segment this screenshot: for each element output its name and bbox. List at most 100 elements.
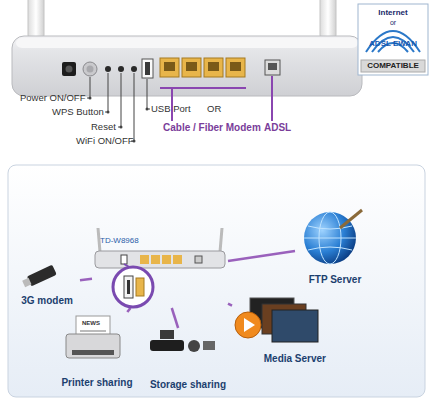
modem-node: 3G modem (14, 262, 80, 306)
router-lan (173, 255, 182, 264)
power-button-core (87, 66, 94, 73)
play-triangle (244, 318, 255, 332)
ftp-node: FTP Server (295, 205, 375, 285)
usb-link (228, 251, 295, 261)
lan-port (160, 58, 179, 77)
router-lan (140, 255, 149, 264)
ftp-tool (340, 210, 362, 228)
badge-waves (366, 31, 420, 52)
leader-line (147, 79, 150, 109)
leader-line (105, 73, 108, 112)
lan-port-hole (208, 62, 219, 71)
node-label: Media Server (232, 353, 326, 364)
router-lan (151, 255, 160, 264)
paper-line (80, 330, 106, 332)
wps-button (105, 66, 111, 72)
node-label: TD-W8968 (100, 236, 228, 245)
router-antenna (220, 228, 222, 252)
lan-ports (160, 58, 245, 77)
badge-text: or (390, 19, 396, 26)
reset-button (118, 66, 124, 72)
wave (366, 31, 420, 52)
usb-port-inner (145, 62, 150, 75)
media-glyph (188, 340, 200, 352)
printer-body (66, 334, 120, 358)
media-frame (272, 310, 318, 342)
leader-line (87, 77, 90, 98)
adsl-port (265, 60, 280, 75)
router-adsl (195, 256, 202, 263)
adsl-port-hole (268, 63, 277, 70)
or-label: OR (207, 104, 221, 114)
router-top (16, 38, 358, 48)
router-body (12, 36, 362, 96)
storage-node: Storage sharing (142, 328, 234, 390)
node-label: Storage sharing (142, 379, 234, 390)
usb-link (127, 308, 130, 312)
printer-slot (72, 350, 114, 355)
badge-frame (358, 4, 428, 75)
router-icon (95, 251, 225, 268)
leader-line (131, 73, 134, 141)
router-usb (121, 255, 127, 264)
modem-icon (21, 265, 56, 289)
node-label: 3G modem (14, 295, 80, 306)
node-label: Printer sharing (56, 377, 138, 388)
badge-text: COMPATIBLE (367, 62, 419, 70)
power-jack-pin (66, 66, 73, 73)
port-label: ADSL (264, 123, 291, 133)
paper-text: NEWS (82, 320, 100, 326)
modem-body (27, 265, 57, 287)
lan-port (204, 58, 223, 77)
leader-dot (107, 111, 110, 114)
part-label: WPS Button (52, 107, 104, 117)
storage-box (150, 340, 184, 351)
badge-band (361, 60, 425, 72)
badge-text: Internet (378, 9, 407, 17)
lan-port-hole (230, 62, 241, 71)
part-label: Reset (91, 122, 116, 132)
power-button (83, 62, 97, 76)
scene-panel (8, 165, 425, 397)
port-label: Cable / Fiber Modem (163, 123, 261, 133)
media-node: Media Server (232, 294, 330, 364)
router-node: TD-W8968 (92, 234, 228, 308)
router-antenna (98, 228, 100, 252)
storage-top (160, 330, 174, 339)
part-label: Power ON/OFF (20, 93, 85, 103)
leader-dot (89, 97, 92, 100)
router-lan (162, 255, 171, 264)
hub-usb (124, 276, 133, 298)
globe-grid (308, 226, 352, 250)
usb-link (228, 304, 232, 306)
usb-link (172, 308, 178, 328)
callout-line (271, 76, 273, 121)
node-label: FTP Server (295, 274, 375, 285)
leader-line (118, 73, 121, 127)
lan-port-hole (186, 62, 197, 71)
leader-dot (120, 126, 123, 129)
lan-port-hole (164, 62, 175, 71)
port-callouts (160, 76, 272, 121)
usb-hub (113, 267, 153, 307)
badge-text: ADSL EWAN (369, 40, 417, 48)
globe-grid (304, 238, 356, 239)
usb-port (142, 59, 153, 78)
usb-link (80, 279, 92, 280)
hub-usb-core (127, 280, 130, 294)
leader-dot (146, 108, 149, 111)
modem-plug (22, 278, 31, 287)
wifi-button (131, 66, 137, 72)
part-label: WiFi ON/OFF (76, 136, 134, 146)
hub-lan (136, 278, 144, 296)
lan-port (182, 58, 201, 77)
media-glyph (203, 341, 215, 350)
power-jack (62, 62, 76, 76)
play-button (235, 312, 261, 338)
